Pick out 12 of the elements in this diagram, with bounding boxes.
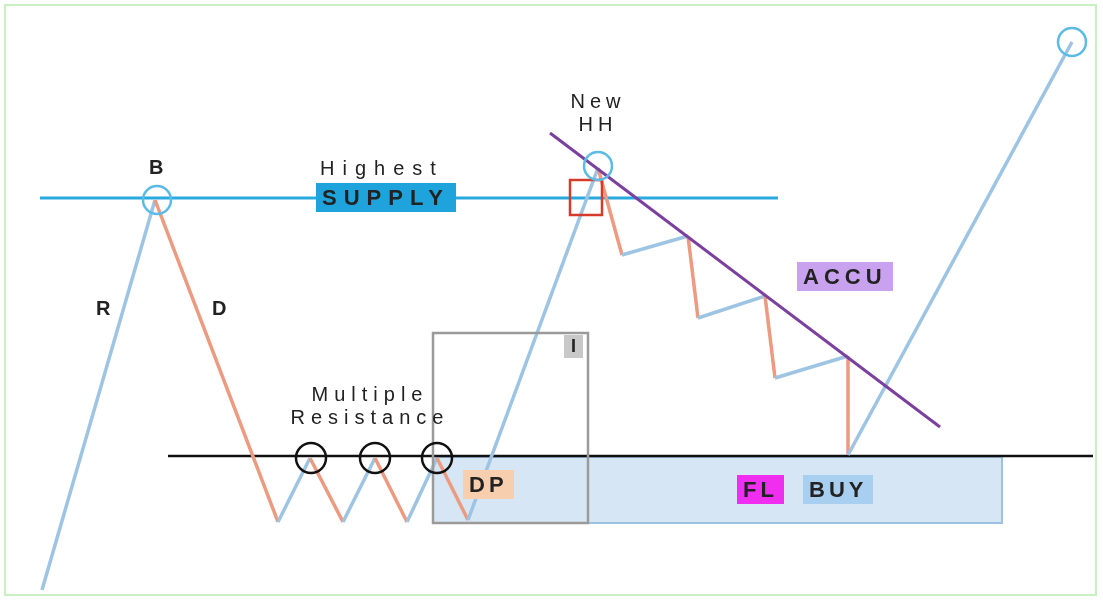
zone-label: Highest <box>320 157 444 180</box>
entry-tag: DP <box>463 470 514 500</box>
leg-label: D <box>212 297 227 320</box>
peak-label: New HH <box>569 90 627 136</box>
peak-label: B <box>149 156 164 179</box>
leg-label: R <box>96 297 111 320</box>
zone-tag: SUPPLY <box>316 183 456 213</box>
entry-tag: FL <box>737 475 784 505</box>
entry-tag: BUY <box>803 475 874 505</box>
resistance-label: Multiple Resistance <box>289 383 451 429</box>
phase-tag: ACCU <box>797 262 893 292</box>
window-tag: I <box>564 335 583 358</box>
